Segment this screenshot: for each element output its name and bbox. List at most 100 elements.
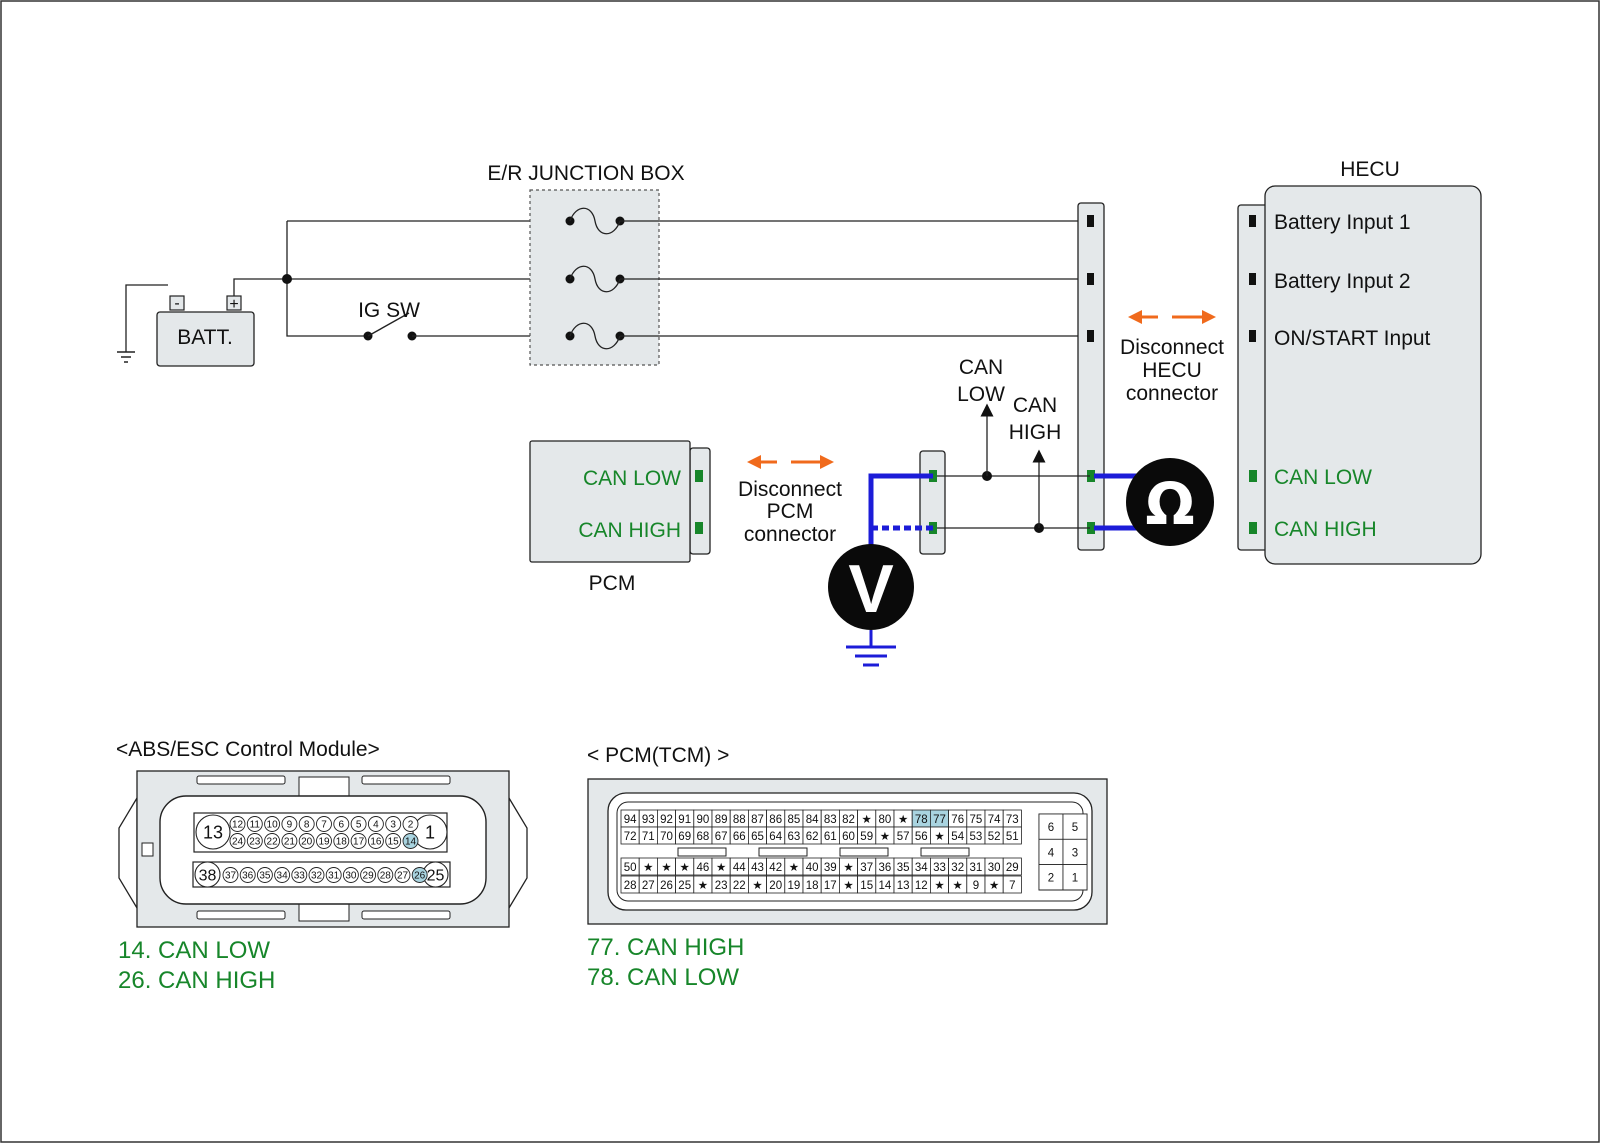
pcm-pin-side: 2 [1038,864,1064,891]
hecu-pin-can-high: CAN HIGH [1274,518,1377,541]
pcm-pin: 87 [748,809,768,828]
pcm-pin: 31 [966,857,986,876]
disconnect-pcm-line1: Disconnect [738,478,842,501]
pcm-pin: 27 [638,875,658,894]
pcm-pin: 37 [857,857,877,876]
abs-pin: 15 [385,833,402,849]
pcm-pin: 17 [820,875,840,894]
pcm-pin: ★ [930,826,950,845]
pcm-pin: 73 [1002,809,1022,828]
svg-text:5: 5 [1072,822,1078,834]
svg-text:67: 67 [715,831,728,843]
hecu-harness-connector [1077,202,1105,551]
svg-text:25: 25 [678,880,691,892]
pcm-pin-side: 3 [1062,838,1088,865]
voltmeter-icon: V [828,544,914,630]
can-low-label-line2: LOW [957,383,1005,406]
svg-text:70: 70 [660,831,673,843]
pcm-pin: 23 [711,875,731,894]
hecu-pin-can-low: CAN LOW [1274,466,1372,489]
pcm-pin: 77 [930,809,950,828]
pcm-pin: 89 [711,809,731,828]
svg-text:★: ★ [716,862,726,874]
pcm-legend-can-high: 77. CAN HIGH [587,934,744,961]
svg-text:50: 50 [624,862,637,874]
pcm-pin: 75 [966,809,986,828]
svg-text:72: 72 [624,831,637,843]
abs-pin: 14 [402,833,419,849]
svg-text:94: 94 [624,814,637,826]
svg-text:17: 17 [824,880,837,892]
pcm-pin: 20 [766,875,786,894]
abs-legend-can-low: 14. CAN LOW [118,937,270,964]
pcm-pin-side: 1 [1062,864,1088,891]
pcm-pin: 65 [748,826,768,845]
svg-text:43: 43 [751,862,764,874]
pcm-pin: 40 [802,857,822,876]
pcm-pin: 32 [948,857,968,876]
ignition-switch: IG SW [358,299,420,341]
svg-text:64: 64 [769,831,782,843]
svg-text:14: 14 [405,837,417,848]
svg-text:92: 92 [660,814,673,826]
svg-text:32: 32 [311,871,323,882]
disconnect-pcm-line3: connector [744,523,836,546]
svg-text:8: 8 [304,820,310,831]
pcm-pin: ★ [748,875,768,894]
svg-text:18: 18 [806,880,819,892]
svg-text:56: 56 [915,831,928,843]
svg-text:6: 6 [1048,822,1054,834]
svg-text:2: 2 [408,820,414,831]
svg-text:62: 62 [806,831,819,843]
disconnect-hecu-line1: Disconnect [1120,336,1224,359]
pcm-pin-side: 5 [1062,813,1088,840]
abs-pin: 9 [281,816,298,832]
abs-pin: 20 [298,833,315,849]
abs-pin: 28 [377,867,394,883]
pcm-pin: ★ [857,809,877,828]
pcm-pin: 71 [638,826,658,845]
pcm-pin: 18 [802,875,822,894]
svg-text:9: 9 [287,820,293,831]
svg-text:71: 71 [642,831,655,843]
svg-text:13: 13 [897,880,910,892]
svg-text:25: 25 [427,867,445,884]
svg-text:★: ★ [661,862,671,874]
hecu-pin-battery-input-2: Battery Input 2 [1274,270,1411,293]
svg-text:35: 35 [259,871,271,882]
abs-pin: 34 [274,867,291,883]
pcm-pin: 36 [875,857,895,876]
svg-text:85: 85 [788,814,801,826]
svg-text:83: 83 [824,814,837,826]
svg-text:26: 26 [414,871,426,882]
svg-text:36: 36 [879,862,892,874]
hecu-module: HECU Battery Input 1 Battery Input 2 ON/… [1237,158,1482,565]
abs-pin: 26 [411,867,428,883]
svg-text:32: 32 [951,862,964,874]
svg-text:33: 33 [933,862,946,874]
svg-text:30: 30 [345,871,357,882]
can-high-label-line1: CAN [1013,394,1057,417]
pcm-pin: 25 [675,875,695,894]
svg-text:★: ★ [934,831,944,843]
svg-text:★: ★ [698,880,708,892]
svg-text:11: 11 [250,820,261,831]
pcm-pin: 91 [675,809,695,828]
abs-pin: 23 [246,833,263,849]
abs-pin: 11 [246,816,263,832]
battery-label: BATT. [177,326,233,349]
pcm-pin: ★ [675,857,695,876]
svg-text:33: 33 [294,871,306,882]
can-low-label-line1: CAN [959,356,1003,379]
pcm-pin: 54 [948,826,968,845]
abs-pin: 36 [239,867,256,883]
svg-text:18: 18 [336,837,348,848]
abs-pin: 5 [350,816,367,832]
battery-negative-label: - [174,295,179,312]
svg-text:29: 29 [1006,862,1019,874]
svg-text:28: 28 [380,871,392,882]
pcm-pin: 39 [820,857,840,876]
svg-text:34: 34 [277,871,289,882]
pcm-pin: 52 [984,826,1004,845]
